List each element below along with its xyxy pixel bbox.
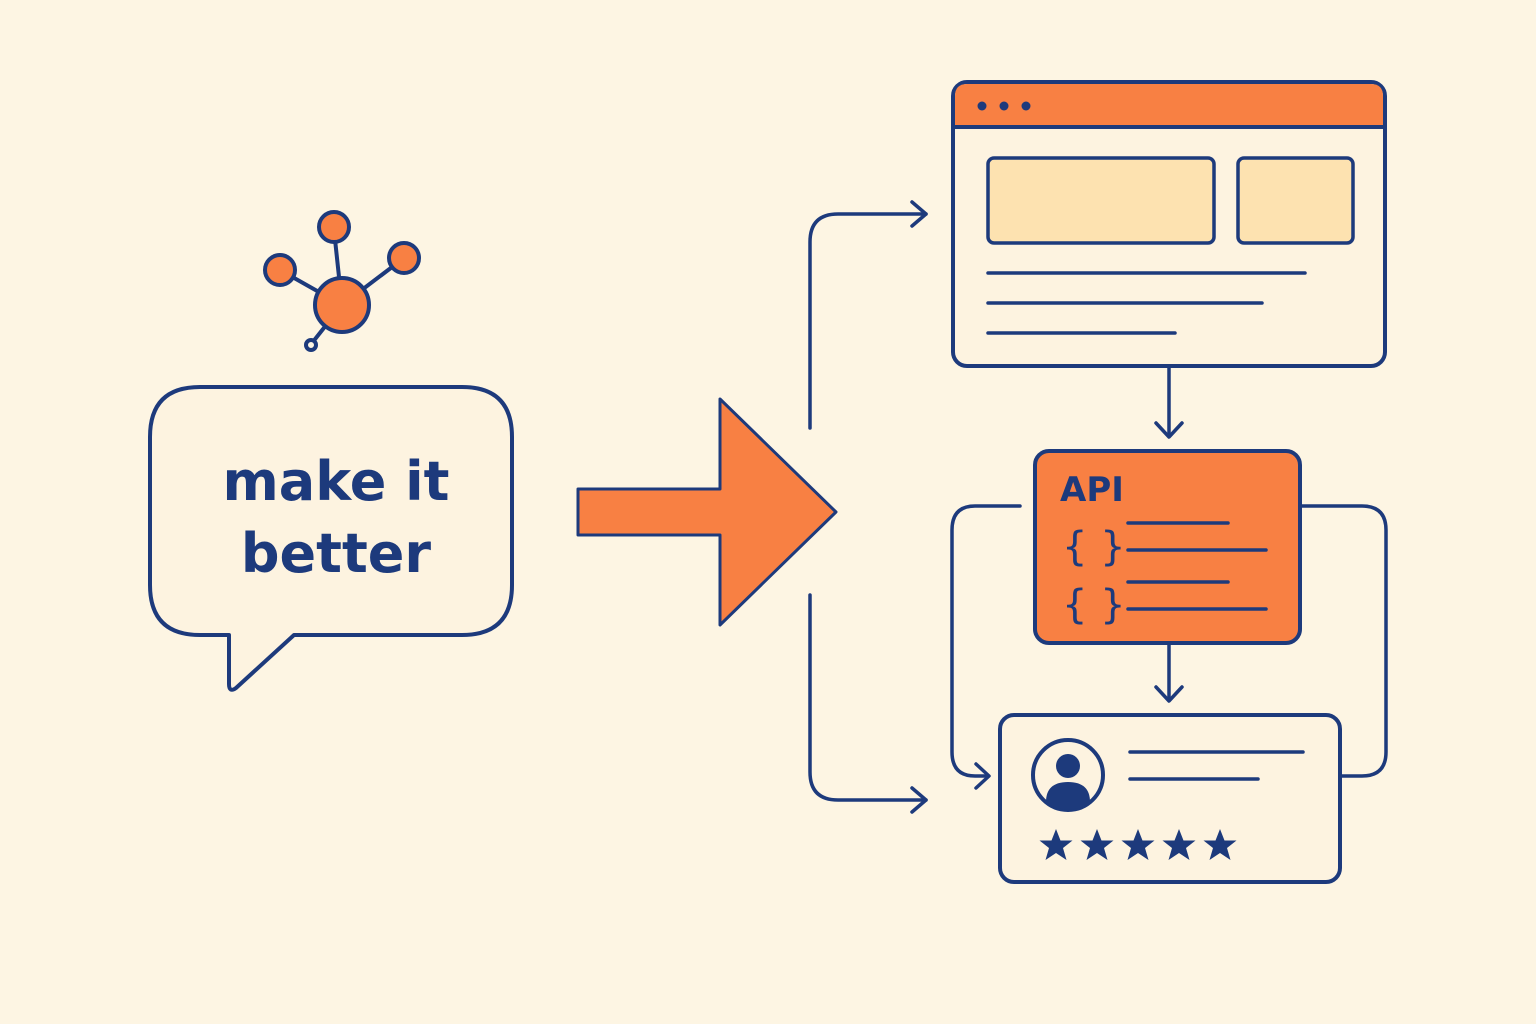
loop-connectors bbox=[950, 504, 1388, 790]
code-brace-1: { } bbox=[1062, 524, 1126, 570]
window-dots-icon bbox=[977, 101, 1031, 111]
branch-connectors bbox=[808, 200, 928, 814]
transform-arrow bbox=[576, 397, 838, 627]
arrow-browser-to-api bbox=[1154, 366, 1184, 439]
api-title: API bbox=[1060, 470, 1124, 510]
network-nodes-icon bbox=[263, 210, 421, 352]
browser-window bbox=[951, 80, 1387, 368]
profile-text-lines bbox=[1128, 750, 1305, 781]
arrow-api-to-card bbox=[1154, 643, 1184, 703]
code-brace-2: { } bbox=[1062, 582, 1126, 628]
code-lines bbox=[1126, 521, 1268, 611]
prompt-speech-bubble: make it better bbox=[148, 385, 514, 692]
bubble-text-line-1: make it bbox=[223, 450, 450, 513]
content-block-side bbox=[1236, 156, 1355, 245]
text-lines bbox=[986, 271, 1307, 335]
api-panel: API { } { } bbox=[1033, 449, 1302, 645]
bubble-text-line-2: better bbox=[241, 522, 432, 585]
user-avatar-icon bbox=[1031, 738, 1105, 812]
review-card bbox=[998, 713, 1342, 884]
content-block-main bbox=[986, 156, 1216, 245]
